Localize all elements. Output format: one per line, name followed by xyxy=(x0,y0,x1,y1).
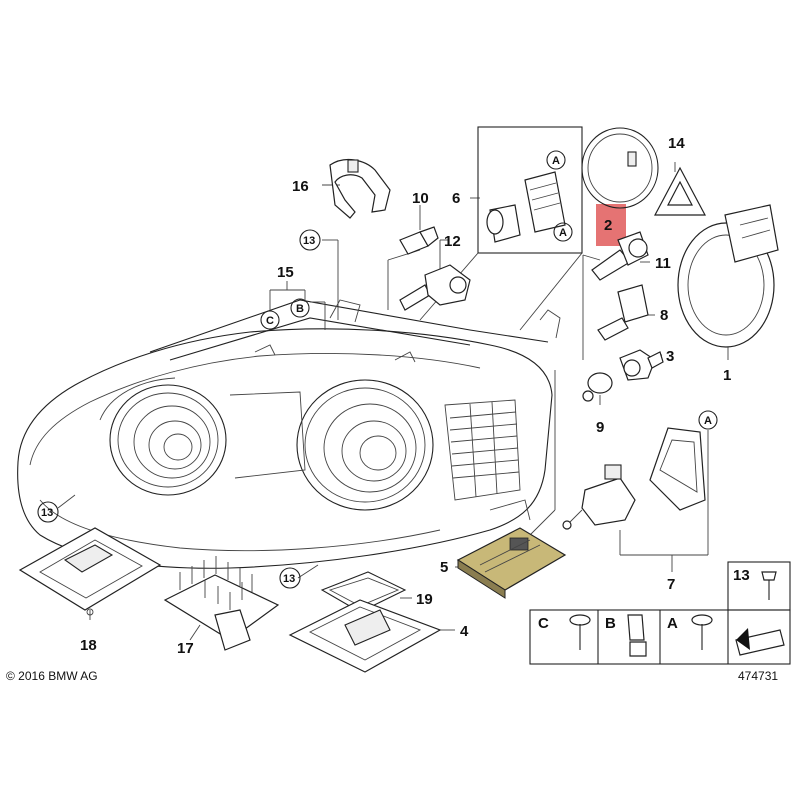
callout-10: 10 xyxy=(412,190,429,207)
part-5-module xyxy=(456,527,567,599)
svg-text:C: C xyxy=(266,315,274,327)
ref-A-box6-top: A xyxy=(546,150,566,170)
left-projector xyxy=(109,384,227,496)
svg-text:A: A xyxy=(552,155,560,167)
part-ring xyxy=(581,127,659,209)
copyright-text: © 2016 BMW AG xyxy=(6,669,98,683)
clip-B-icon xyxy=(627,614,647,657)
callout-11: 11 xyxy=(655,255,671,272)
screw-13-icon xyxy=(761,571,777,600)
part-4-housing xyxy=(288,599,442,673)
callout-2: 2 xyxy=(604,217,612,234)
group-box-6 xyxy=(419,126,583,331)
legend-A-label: A xyxy=(667,615,678,632)
screw-A-icon xyxy=(691,614,713,650)
callout-6: 6 xyxy=(452,190,460,207)
part-9-bulb xyxy=(582,372,613,402)
callout-14: 14 xyxy=(668,135,685,152)
callout-7: 7 xyxy=(667,576,675,593)
diagram-number: 474731 xyxy=(738,669,778,683)
svg-text:B: B xyxy=(296,303,304,315)
ref-B-part15: B xyxy=(290,298,310,318)
part-10-bulb xyxy=(399,226,439,255)
part-7-assembly xyxy=(562,427,706,530)
callout-16: 16 xyxy=(292,178,309,195)
callout-9: 9 xyxy=(596,419,604,436)
callout-1: 1 xyxy=(723,367,731,384)
part-16-bracket xyxy=(329,158,391,219)
part-3-socket xyxy=(619,349,664,381)
legend-C-label: C xyxy=(538,615,549,632)
callout-3: 3 xyxy=(666,348,674,365)
part-17-heatsink xyxy=(163,556,280,651)
callout-13-top: 13 xyxy=(299,229,321,251)
leader-lines xyxy=(57,162,729,641)
svg-text:13: 13 xyxy=(303,235,315,247)
callout-17: 17 xyxy=(177,640,194,657)
arrow-icon xyxy=(735,628,785,656)
legend-B-label: B xyxy=(605,615,616,632)
callout-4: 4 xyxy=(460,623,469,640)
headlight-housing xyxy=(17,299,561,569)
part-14-cap xyxy=(654,166,706,216)
callout-13-bottom: 13 xyxy=(279,567,301,589)
ref-C-part15: C xyxy=(260,310,280,330)
fastener-legend: 13 C B A xyxy=(529,561,791,665)
grille xyxy=(444,399,521,501)
part-2-bulb xyxy=(591,231,649,281)
ref-A-box6-bottom: A xyxy=(553,222,573,242)
svg-text:13: 13 xyxy=(41,507,53,519)
callout-5: 5 xyxy=(440,559,448,576)
callout-18: 18 xyxy=(80,637,97,654)
svg-text:A: A xyxy=(704,415,712,427)
callout-8: 8 xyxy=(660,307,668,324)
svg-text:A: A xyxy=(559,227,567,239)
svg-text:13: 13 xyxy=(283,573,295,585)
part-12-bulb xyxy=(399,264,471,311)
part-8-bulb xyxy=(597,284,649,341)
callout-12: 12 xyxy=(444,233,461,250)
part-19-gasket xyxy=(320,571,407,613)
callout-19: 19 xyxy=(416,591,433,608)
screw-C-icon xyxy=(569,614,591,650)
callout-13-left: 13 xyxy=(37,501,59,523)
ref-A-part7: A xyxy=(698,410,718,430)
part-1-cap xyxy=(677,204,779,348)
right-projector xyxy=(296,379,434,511)
legend-13-label: 13 xyxy=(733,567,750,584)
part-18-module xyxy=(18,527,162,616)
callout-15: 15 xyxy=(277,264,294,281)
